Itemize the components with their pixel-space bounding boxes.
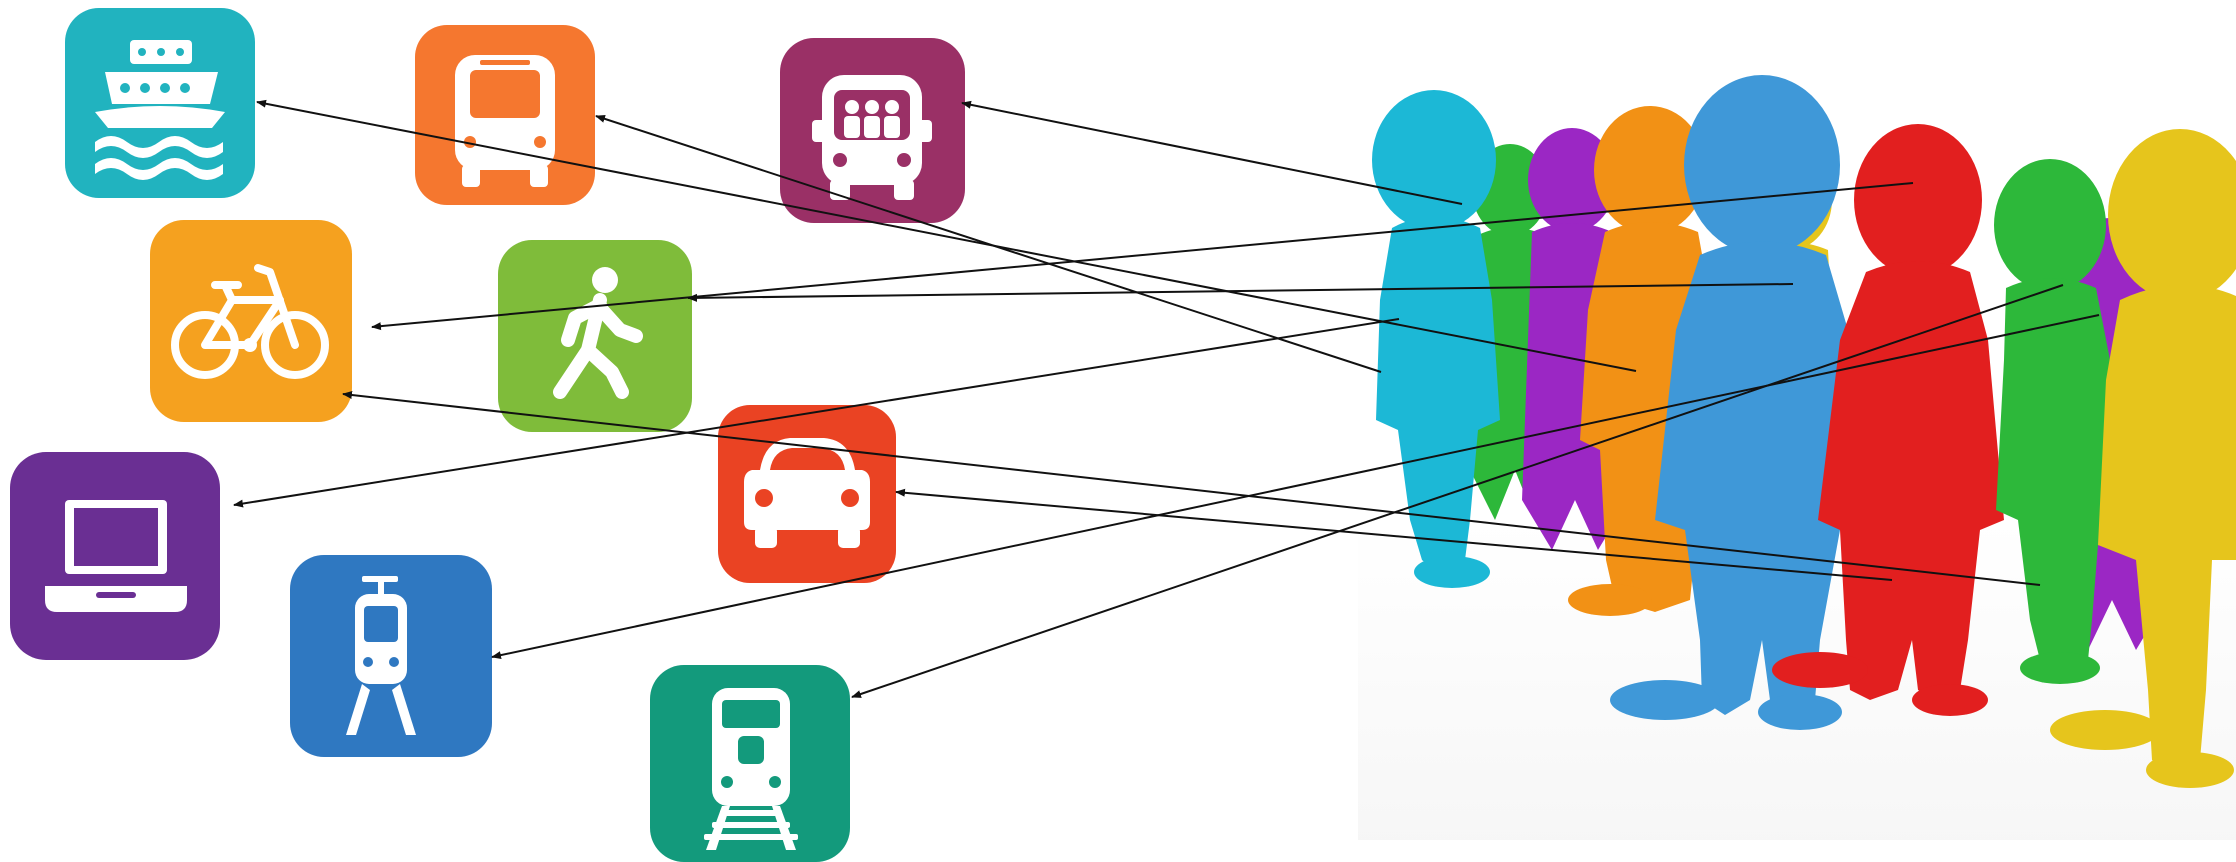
person-red <box>1772 124 2004 716</box>
ferry-icon <box>65 8 255 198</box>
bicycle-icon <box>150 220 352 422</box>
arrow-to-ferry <box>256 99 1637 372</box>
laptop-icon <box>10 452 220 660</box>
arrow-to-laptop <box>233 318 1400 508</box>
arrow-to-train <box>851 284 2064 698</box>
person-green-2 <box>1994 159 2122 684</box>
car-icon <box>718 405 896 583</box>
arrow-to-bike-2 <box>342 391 2041 586</box>
pedestrian-icon <box>498 240 692 432</box>
person-cyan <box>1372 90 1500 588</box>
person-yellow-2 <box>2050 129 2236 788</box>
people-group-illustration <box>1358 75 2236 840</box>
arrow-to-bus <box>595 114 1382 373</box>
arrow-to-tram <box>491 314 2100 660</box>
arrow-to-car <box>895 488 1893 581</box>
train-icon <box>650 665 850 862</box>
arrow-to-shuttle <box>961 100 1463 205</box>
arrow-to-walk <box>687 283 1794 302</box>
arrows <box>233 99 2100 698</box>
arrow-to-bike <box>371 182 1914 331</box>
person-blue <box>1610 75 1870 730</box>
shuttle-van-icon <box>780 38 965 223</box>
bus-icon <box>415 25 595 205</box>
tram-icon <box>290 555 492 757</box>
